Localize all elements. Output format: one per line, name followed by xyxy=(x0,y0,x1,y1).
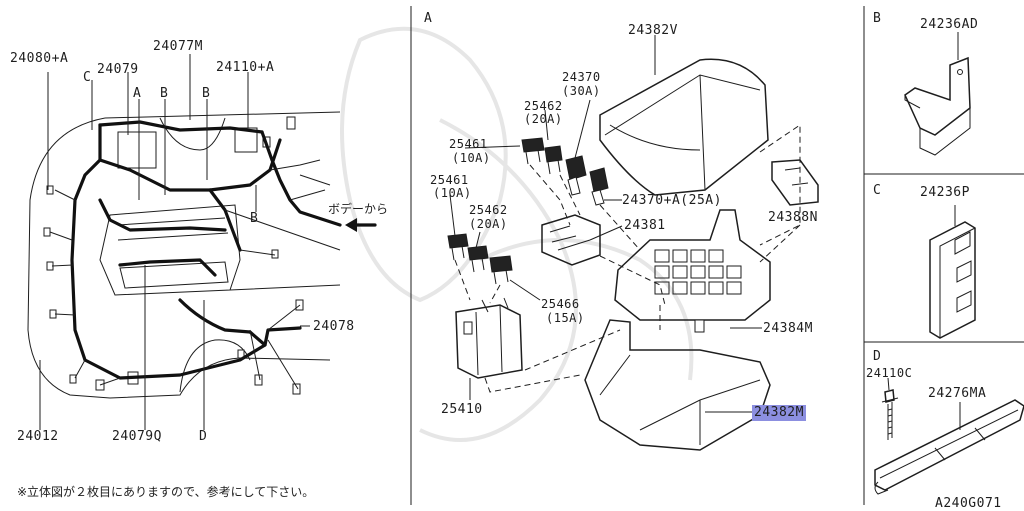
fuse-box-drawing xyxy=(447,35,819,451)
bracket-24236ad-drawing xyxy=(904,32,971,156)
part-24110A-label[interactable]: 24110+A xyxy=(216,60,275,75)
part-24079Q-label[interactable]: 24079Q xyxy=(112,429,162,444)
panel-c-letter: C xyxy=(873,183,882,198)
diagram-code: A240G071 xyxy=(935,496,1002,511)
part-25461-rating-1: (10A) xyxy=(452,151,491,165)
part-24276MA-label[interactable]: 24276MA xyxy=(928,386,987,401)
panel-d-letter: D xyxy=(873,349,882,364)
part-24382M-label-highlighted[interactable]: 24382M xyxy=(752,405,806,421)
label-24236p-drawing xyxy=(929,205,976,339)
part-25410-label[interactable]: 25410 xyxy=(441,402,483,417)
part-25466-label[interactable]: 25466 xyxy=(541,297,580,311)
part-24381-label[interactable]: 24381 xyxy=(624,218,666,233)
ref-b-label-3: B xyxy=(250,211,259,226)
part-25461-label-1[interactable]: 25461 xyxy=(449,137,488,151)
part-25462-label-2[interactable]: 25462 xyxy=(469,203,508,217)
part-24236P-label[interactable]: 24236P xyxy=(920,185,970,200)
ref-b-label-2: B xyxy=(202,86,211,101)
panel-a-letter: A xyxy=(424,11,433,26)
panel-dividers xyxy=(410,6,1024,505)
ref-c-label: C xyxy=(83,70,92,85)
part-24370-rating: (30A) xyxy=(562,84,601,98)
part-24078-label[interactable]: 24078 xyxy=(313,319,355,334)
part-25461-rating-2: (10A) xyxy=(433,186,472,200)
part-24012-label[interactable]: 24012 xyxy=(17,429,59,444)
part-24079-label[interactable]: 24079 xyxy=(97,62,139,77)
part-24236AD-label[interactable]: 24236AD xyxy=(920,17,979,32)
part-25466-rating: (15A) xyxy=(546,311,585,325)
part-25462-rating-1: (20A) xyxy=(524,112,563,126)
bolt-protector-drawing xyxy=(874,377,1024,495)
ref-b-label-1: B xyxy=(160,86,169,101)
ref-a-label: A xyxy=(133,86,142,101)
from-body-label: ボデーから xyxy=(328,202,389,216)
watermark xyxy=(340,26,694,442)
part-25461-label-2[interactable]: 25461 xyxy=(430,173,469,187)
part-25462-rating-2: (20A) xyxy=(469,217,508,231)
part-24382V-label[interactable]: 24382V xyxy=(628,23,678,38)
part-25462-label-1[interactable]: 25462 xyxy=(524,99,563,113)
part-24370A-label[interactable]: 24370+A(25A) xyxy=(622,193,722,208)
panel-b-letter: B xyxy=(873,11,882,26)
part-24110C-label[interactable]: 24110C xyxy=(866,366,913,380)
part-24370-label[interactable]: 24370 xyxy=(562,70,601,84)
part-24080A-label[interactable]: 24080+A xyxy=(10,51,69,66)
part-24388N-label[interactable]: 24388N xyxy=(768,210,818,225)
part-24384M-label[interactable]: 24384M xyxy=(763,321,813,336)
part-24077M-label[interactable]: 24077M xyxy=(153,39,203,54)
ref-d-label: D xyxy=(199,429,208,444)
engine-harness-drawing xyxy=(27,54,377,430)
reference-note: ※立体図が２枚目にありますので、参考にして下さい。 xyxy=(17,485,315,499)
